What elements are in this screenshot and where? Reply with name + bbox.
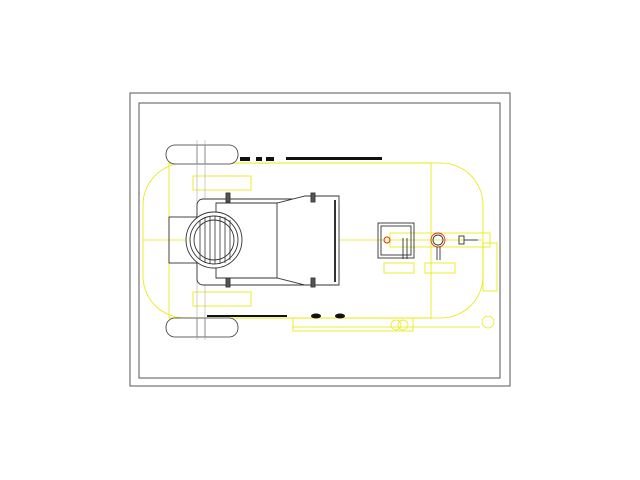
label-bars <box>207 157 382 319</box>
pressure-switch <box>377 222 415 259</box>
outer-border <box>129 92 511 387</box>
motor-assembly <box>168 192 340 288</box>
marker-point <box>383 236 391 244</box>
inner-border <box>138 102 501 379</box>
pipe-coil <box>292 315 495 331</box>
valve <box>430 232 478 260</box>
wheel-top <box>165 144 239 165</box>
wheel-bottom <box>165 317 239 338</box>
